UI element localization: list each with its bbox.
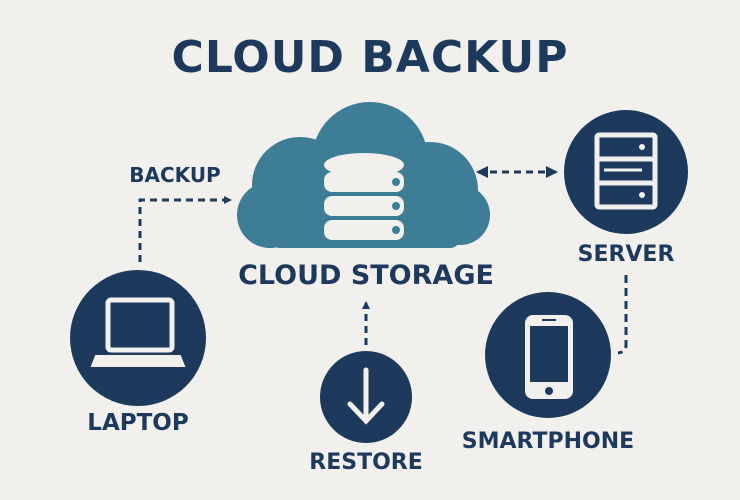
server-smartphone-link (617, 275, 628, 355)
arrow-down-icon (347, 367, 385, 425)
laptop-node (70, 270, 206, 406)
smartphone-icon (525, 315, 573, 399)
server-node (564, 110, 688, 234)
cloud-storage-label: CLOUD STORAGE (238, 260, 494, 291)
server-label: SERVER (577, 242, 675, 267)
smartphone-label: SMARTPHONE (461, 429, 635, 454)
restore-label: RESTORE (309, 450, 423, 475)
laptop-label: LAPTOP (87, 410, 189, 436)
backup-label: BACKUP (129, 163, 221, 187)
server-icon (594, 132, 658, 210)
database-icon (324, 153, 404, 240)
laptop-icon (90, 297, 186, 367)
page-title: CLOUD BACKUP (171, 32, 569, 83)
backup-arrow (138, 196, 232, 262)
